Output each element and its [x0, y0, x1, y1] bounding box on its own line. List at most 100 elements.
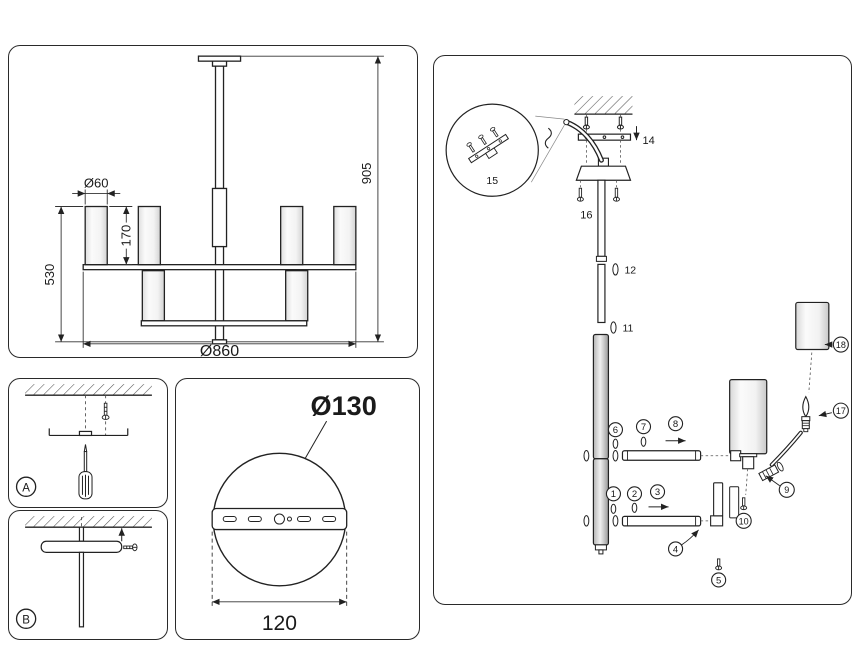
detail-b-label: B	[22, 614, 30, 626]
slot-hole	[296, 516, 312, 523]
part-label-3: 3	[649, 484, 666, 500]
connector-lens-icon	[612, 450, 619, 462]
candle-bulb	[801, 395, 811, 433]
detail-a-badge: A	[15, 476, 37, 497]
socket-assembly	[730, 450, 784, 495]
canopy-bracket-plate	[211, 507, 348, 531]
dimension-lines	[55, 55, 384, 348]
candle-tube	[713, 482, 724, 517]
part-label-4: 4	[667, 529, 699, 557]
shade-down-1	[141, 270, 166, 322]
screw-icon	[582, 116, 590, 130]
ceiling-hatch	[574, 96, 633, 115]
rod	[78, 551, 85, 628]
part-label-7: 7	[635, 419, 652, 435]
part-label-6: 6	[607, 422, 624, 438]
part-number: 12	[624, 264, 636, 276]
exploded-view-drawing: 14	[445, 96, 849, 588]
hook-icon	[544, 127, 552, 149]
connector-lens-icon	[640, 436, 647, 447]
rod-section	[597, 179, 606, 257]
rod-section	[597, 263, 606, 324]
part-label-17: 17	[818, 402, 849, 419]
part-number: 18	[836, 340, 846, 350]
hook-arm	[563, 119, 604, 163]
bracket-detail	[466, 126, 510, 164]
part-number: 2	[632, 489, 637, 500]
dim-fixture-height: 530	[42, 264, 57, 286]
dim-overall-height: 905	[359, 163, 374, 185]
upper-arm	[583, 450, 731, 462]
dim-bracket-length: 120	[262, 612, 297, 635]
screw-icon	[101, 402, 110, 420]
part-number: 1	[611, 489, 616, 500]
screwdriver-icon	[78, 444, 93, 500]
shade-up-1	[84, 205, 108, 266]
canopy-assembly	[575, 157, 632, 181]
detail-a-drawing: A	[15, 384, 152, 500]
slot-hole	[247, 516, 262, 523]
canopy-dish	[575, 165, 632, 181]
mounting-bar-assembly	[577, 114, 632, 165]
bulb-thread	[801, 420, 810, 430]
candle-sleeve	[729, 486, 740, 519]
screw-icon	[466, 142, 476, 153]
shade-cylinder	[729, 378, 768, 455]
part-number: 14	[643, 135, 655, 147]
dim-overall-diameter: Ø860	[200, 342, 239, 357]
screw-icon	[576, 187, 584, 202]
panel-canopy-detail: Ø130 120	[175, 378, 420, 640]
bulb-glass	[802, 395, 810, 418]
canopy-detail-drawing: Ø130 120	[211, 390, 377, 635]
part-label-8: 8	[667, 416, 684, 432]
detail-b-badge: B	[15, 608, 37, 629]
stem-rod	[214, 65, 225, 190]
mounting-bracket	[48, 428, 129, 437]
lower-arm-bar	[140, 320, 308, 327]
shade-up-3	[280, 205, 304, 266]
connector-lens-icon	[610, 503, 617, 514]
connector-lens-icon	[612, 263, 619, 276]
ceiling-hatch	[25, 384, 152, 396]
socket-tube	[742, 456, 755, 470]
ring-icon	[776, 461, 784, 472]
part-number: 8	[673, 419, 678, 430]
part-label-12: 12	[612, 263, 636, 276]
part-label-10: 10	[735, 512, 752, 529]
arm-tube	[621, 450, 702, 461]
leader-arrow	[818, 410, 832, 418]
part-number: 3	[655, 487, 660, 498]
lower-arm	[583, 515, 711, 527]
upper-arm-bar	[82, 264, 357, 271]
detail-b-drawing: B	[15, 516, 152, 629]
leader-arrow	[765, 475, 781, 487]
part-label-1: 1	[605, 486, 622, 502]
screw-icon	[616, 116, 624, 130]
part-label-14: 14	[633, 126, 655, 147]
part-label-2: 2	[626, 486, 643, 502]
mounting-guides	[85, 395, 107, 436]
part-label-11: 11	[610, 321, 634, 335]
part-number: 7	[641, 422, 646, 433]
small-hole	[286, 516, 292, 522]
canopy-plate	[40, 540, 123, 553]
front-view-drawing: Ø60 170 530 905 Ø860	[42, 55, 384, 357]
canopy-assembly	[40, 526, 123, 628]
part-label-15: 15	[486, 175, 498, 187]
arm-tube	[621, 515, 702, 527]
connector-lens-icon	[612, 515, 619, 527]
part-number: 5	[716, 575, 721, 586]
part-label-18: 18	[824, 336, 849, 353]
part-number: 9	[784, 485, 789, 495]
panel-front-view: Ø60 170 530 905 Ø860	[8, 45, 418, 358]
part-label-9: 9	[765, 475, 795, 498]
screw-icon	[490, 126, 499, 138]
panel-exploded-view: 14	[433, 55, 852, 605]
connector-lens-icon	[631, 502, 638, 513]
part-number: 17	[836, 406, 846, 416]
shade-down-2	[285, 270, 309, 322]
detail-a-label: A	[22, 482, 30, 494]
bulb-arm	[769, 430, 803, 467]
elbow-connector	[710, 515, 724, 527]
